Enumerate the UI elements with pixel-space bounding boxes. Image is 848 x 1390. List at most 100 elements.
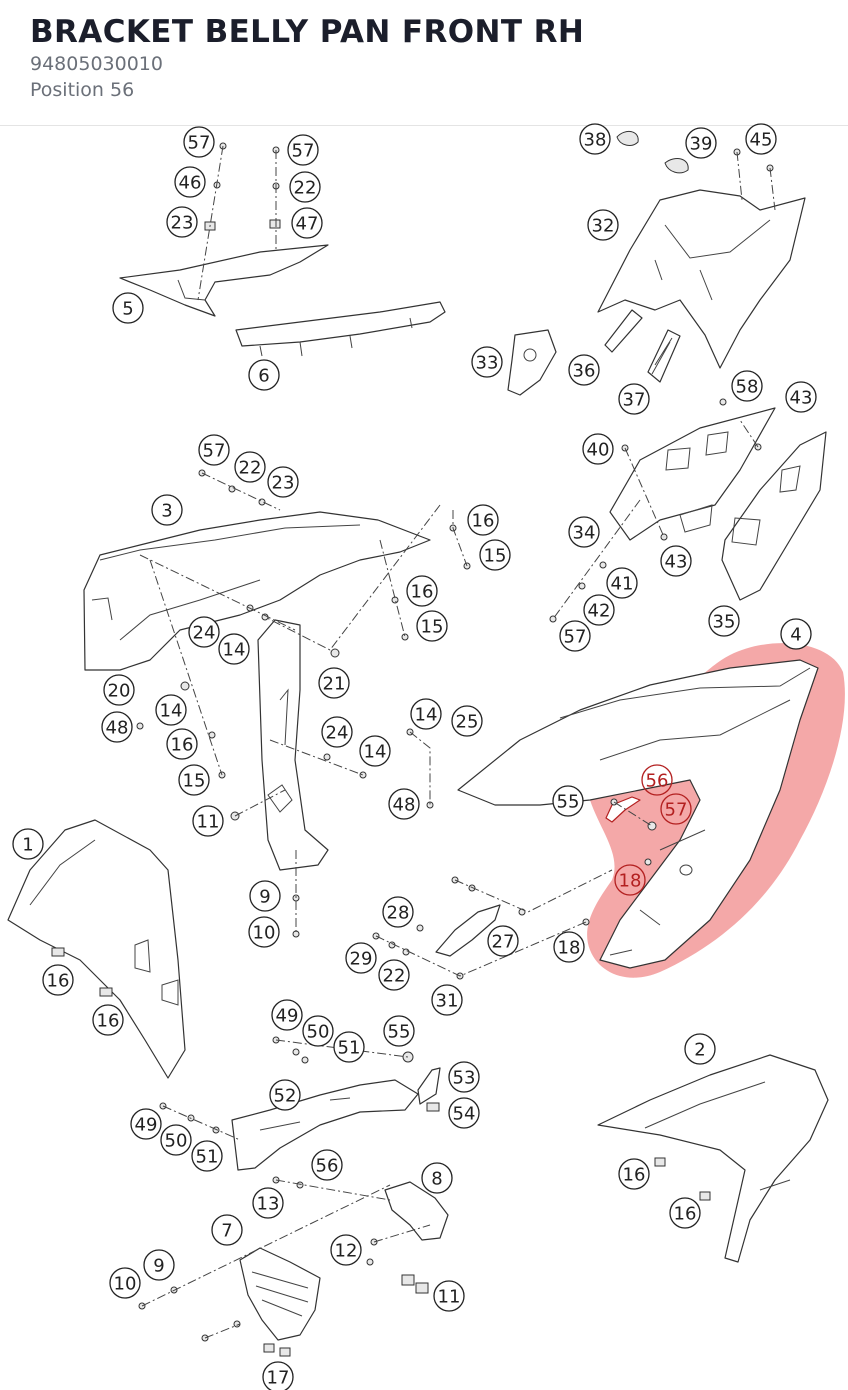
callout-56[interactable]: 56 — [311, 1149, 343, 1181]
callout-circle — [606, 567, 638, 599]
callout-33[interactable]: 33 — [471, 346, 503, 378]
callout-circle — [143, 1249, 175, 1281]
callout-27[interactable]: 27 — [487, 925, 519, 957]
callout-47[interactable]: 47 — [291, 207, 323, 239]
callout-38[interactable]: 38 — [579, 123, 611, 155]
callout-16[interactable]: 16 — [406, 575, 438, 607]
callout-9[interactable]: 9 — [249, 880, 281, 912]
callout-8[interactable]: 8 — [421, 1162, 453, 1194]
callout-label: 53 — [453, 1068, 476, 1089]
callout-34[interactable]: 34 — [568, 516, 600, 548]
callout-46[interactable]: 46 — [174, 166, 206, 198]
callout-22[interactable]: 22 — [378, 959, 410, 991]
callout-39[interactable]: 39 — [685, 127, 717, 159]
callout-48[interactable]: 48 — [388, 788, 420, 820]
callout-14[interactable]: 14 — [359, 735, 391, 767]
callout-23[interactable]: 23 — [166, 206, 198, 238]
callout-label: 8 — [431, 1169, 442, 1190]
callout-circle — [479, 539, 511, 571]
callout-17[interactable]: 17 — [262, 1361, 294, 1390]
callout-2[interactable]: 2 — [684, 1033, 716, 1065]
callout-10[interactable]: 10 — [248, 916, 280, 948]
callout-22[interactable]: 22 — [234, 451, 266, 483]
callout-13[interactable]: 13 — [252, 1187, 284, 1219]
callout-14[interactable]: 14 — [410, 698, 442, 730]
callout-42[interactable]: 42 — [583, 594, 615, 626]
callout-57[interactable]: 57 — [660, 793, 692, 825]
callout-18[interactable]: 18 — [614, 864, 646, 896]
callout-50[interactable]: 50 — [302, 1015, 334, 1047]
callout-16[interactable]: 16 — [669, 1197, 701, 1229]
callout-48[interactable]: 48 — [101, 711, 133, 743]
callout-35[interactable]: 35 — [708, 605, 740, 637]
callout-3[interactable]: 3 — [151, 494, 183, 526]
callout-31[interactable]: 31 — [431, 984, 463, 1016]
callout-54[interactable]: 54 — [448, 1097, 480, 1129]
callout-25[interactable]: 25 — [451, 705, 483, 737]
callout-29[interactable]: 29 — [345, 942, 377, 974]
callout-label: 14 — [160, 701, 183, 722]
part-27-trim — [435, 904, 501, 957]
callout-40[interactable]: 40 — [582, 433, 614, 465]
callout-circle — [410, 698, 442, 730]
callout-24[interactable]: 24 — [321, 716, 353, 748]
callout-7[interactable]: 7 — [211, 1214, 243, 1246]
callout-11[interactable]: 11 — [433, 1280, 465, 1312]
callout-16[interactable]: 16 — [166, 728, 198, 760]
callout-36[interactable]: 36 — [568, 354, 600, 386]
callout-14[interactable]: 14 — [155, 694, 187, 726]
callout-16[interactable]: 16 — [42, 964, 74, 996]
callout-57[interactable]: 57 — [287, 134, 319, 166]
callout-37[interactable]: 37 — [618, 383, 650, 415]
callout-58[interactable]: 58 — [731, 370, 763, 402]
callout-16[interactable]: 16 — [618, 1158, 650, 1190]
callout-14[interactable]: 14 — [218, 633, 250, 665]
callout-20[interactable]: 20 — [103, 674, 135, 706]
callout-22[interactable]: 22 — [289, 171, 321, 203]
callout-16[interactable]: 16 — [467, 504, 499, 536]
callout-53[interactable]: 53 — [448, 1061, 480, 1093]
callout-41[interactable]: 41 — [606, 567, 638, 599]
callout-6[interactable]: 6 — [248, 359, 280, 391]
callout-52[interactable]: 52 — [269, 1079, 301, 1111]
callout-55[interactable]: 55 — [552, 785, 584, 817]
callout-9[interactable]: 9 — [143, 1249, 175, 1281]
callout-45[interactable]: 45 — [745, 123, 777, 155]
callout-label: 50 — [165, 1131, 188, 1152]
callout-5[interactable]: 5 — [112, 292, 144, 324]
callout-circle — [487, 925, 519, 957]
callout-55[interactable]: 55 — [383, 1015, 415, 1047]
callout-49[interactable]: 49 — [130, 1108, 162, 1140]
part-35-rear-panel — [721, 431, 827, 601]
callout-label: 17 — [267, 1368, 290, 1389]
callout-circle — [559, 620, 591, 652]
callout-43[interactable]: 43 — [785, 381, 817, 413]
callout-57[interactable]: 57 — [559, 620, 591, 652]
callout-15[interactable]: 15 — [479, 539, 511, 571]
callout-32[interactable]: 32 — [587, 209, 619, 241]
callout-56[interactable]: 56 — [641, 764, 673, 796]
callout-11[interactable]: 11 — [192, 805, 224, 837]
callout-15[interactable]: 15 — [178, 764, 210, 796]
part-32-tail-cover — [597, 189, 806, 369]
callout-24[interactable]: 24 — [188, 616, 220, 648]
callout-43[interactable]: 43 — [660, 545, 692, 577]
callout-23[interactable]: 23 — [267, 466, 299, 498]
callout-18[interactable]: 18 — [553, 931, 585, 963]
callout-49[interactable]: 49 — [271, 999, 303, 1031]
callout-4[interactable]: 4 — [780, 618, 812, 650]
callout-1[interactable]: 1 — [12, 828, 44, 860]
callout-28[interactable]: 28 — [382, 896, 414, 928]
callout-21[interactable]: 21 — [318, 667, 350, 699]
callout-50[interactable]: 50 — [160, 1124, 192, 1156]
callout-12[interactable]: 12 — [330, 1234, 362, 1266]
callout-51[interactable]: 51 — [333, 1031, 365, 1063]
callout-57[interactable]: 57 — [183, 126, 215, 158]
callout-10[interactable]: 10 — [109, 1267, 141, 1299]
callout-51[interactable]: 51 — [191, 1140, 223, 1172]
callout-label: 13 — [257, 1194, 280, 1215]
callout-label: 35 — [713, 612, 736, 633]
callout-16[interactable]: 16 — [92, 1004, 124, 1036]
callout-15[interactable]: 15 — [416, 610, 448, 642]
callout-57[interactable]: 57 — [198, 434, 230, 466]
